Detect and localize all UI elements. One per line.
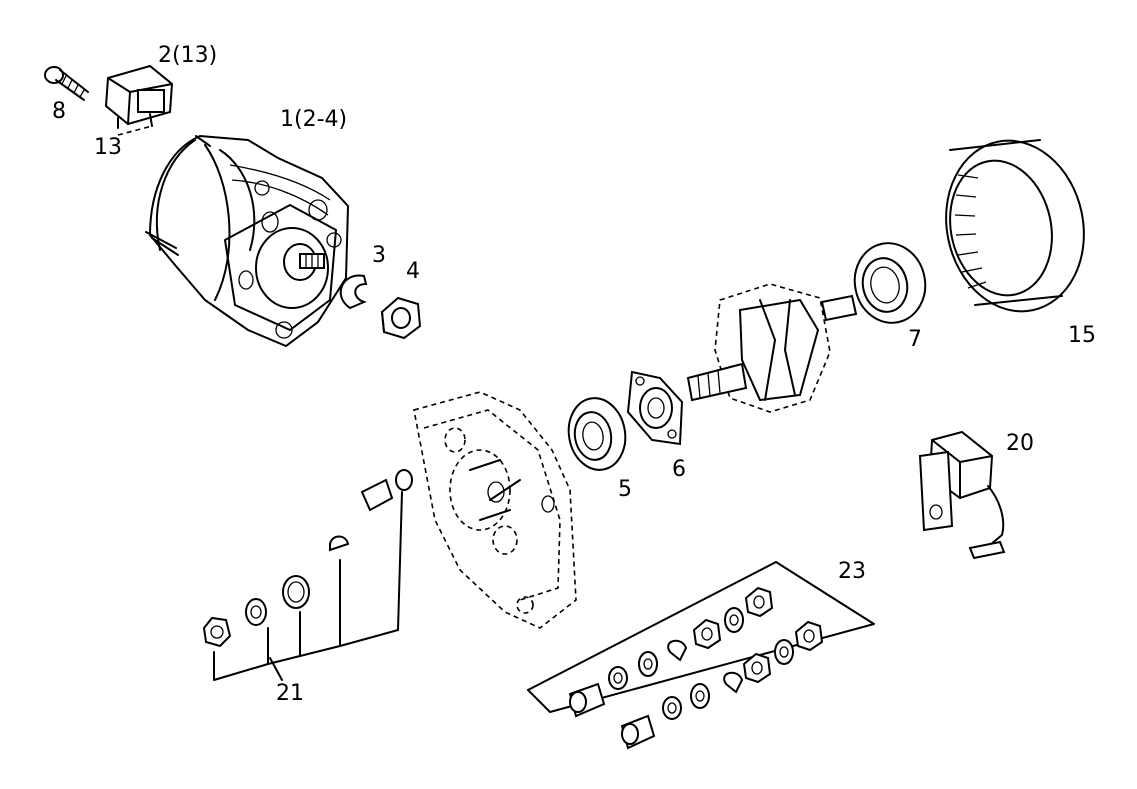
label-part-8: 8: [52, 99, 66, 124]
label-part-6: 6: [672, 457, 686, 482]
label-part-4: 4: [406, 259, 420, 284]
leader-13: [117, 125, 153, 136]
label-part-15: 15: [1068, 323, 1096, 348]
retaining-clip-part-3: [339, 274, 368, 310]
bearing-plate-part-6: [626, 370, 684, 446]
end-housing: [413, 391, 577, 629]
label-part-1-2-4: 1(2-4): [280, 107, 347, 132]
label-part-13: 13: [94, 135, 122, 160]
voltage-regulator: [104, 64, 174, 129]
label-part-20: 20: [1006, 431, 1034, 456]
label-part-3: 3: [372, 243, 386, 268]
screw-part-8: [44, 66, 89, 101]
rotor-assembly: [686, 283, 858, 413]
label-part-5: 5: [618, 477, 632, 502]
brush-holder-part-20: [918, 430, 1006, 560]
alternator-assembly: [145, 134, 350, 348]
label-part-23: 23: [838, 559, 866, 584]
nut-part-4: [380, 296, 422, 340]
label-part-2-13: 2(13): [158, 43, 217, 68]
bearing-part-5: [567, 397, 627, 471]
label-part-21: 21: [276, 681, 304, 706]
hardware-kit-group-23: [527, 561, 875, 750]
bearing-part-7: [853, 242, 927, 324]
stator-ring-part-15: [945, 139, 1085, 313]
leader-21: [269, 657, 283, 681]
small-parts-group-21: [202, 469, 413, 681]
label-part-7: 7: [908, 327, 922, 352]
